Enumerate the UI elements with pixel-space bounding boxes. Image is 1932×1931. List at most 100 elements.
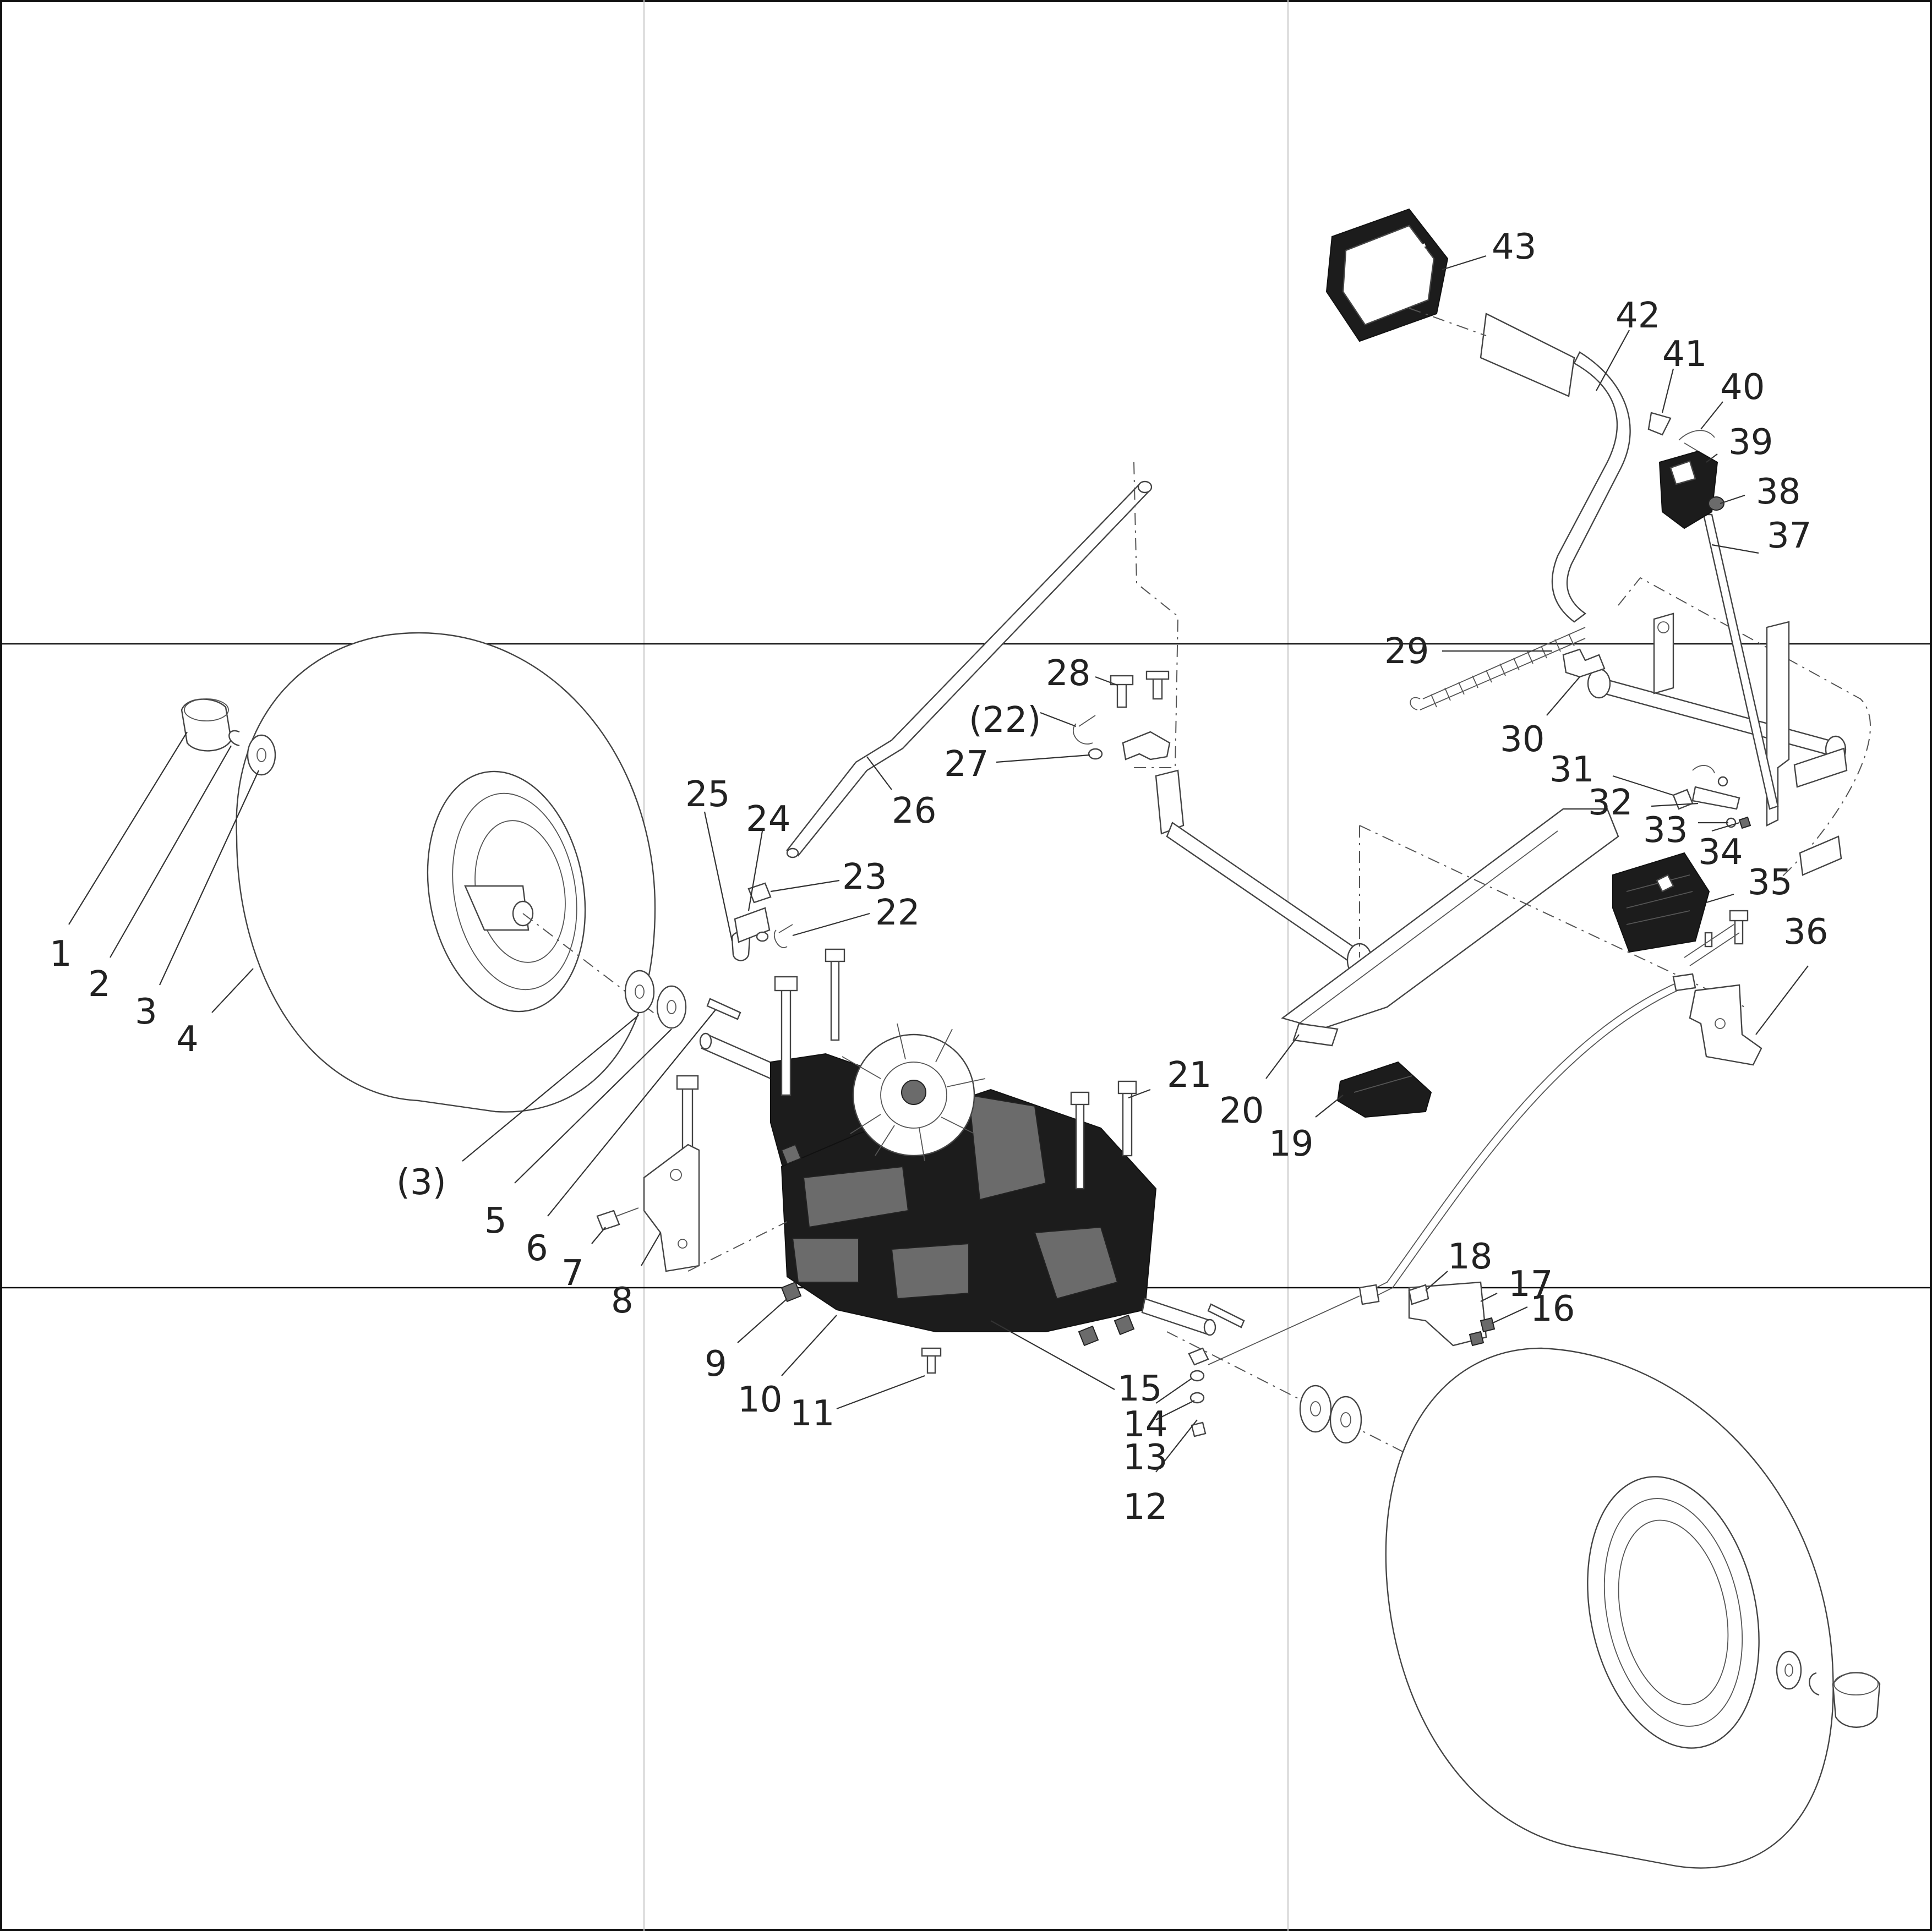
leader-23 xyxy=(770,879,840,893)
axle-washers-left xyxy=(624,970,741,1029)
callout-27: 27 xyxy=(944,744,989,785)
leader-42 xyxy=(1596,330,1630,391)
callout-17: 17 xyxy=(1508,1264,1553,1305)
callout-36: 36 xyxy=(1783,912,1828,953)
callout-3b: (3) xyxy=(396,1162,446,1203)
leader-25 xyxy=(703,811,733,942)
axle-key-right xyxy=(1207,1303,1245,1328)
leader-5 xyxy=(514,1029,672,1184)
callout-19: 19 xyxy=(1269,1124,1313,1164)
spring-icon xyxy=(1410,627,1586,710)
leader-17 xyxy=(1480,1293,1498,1302)
leader-37 xyxy=(1711,544,1759,554)
rear-wheel-left xyxy=(181,632,661,1113)
callout-14: 14 xyxy=(1123,1404,1167,1445)
leader-36 xyxy=(1755,965,1809,1035)
leader-12 xyxy=(1155,1419,1198,1473)
callout-21: 21 xyxy=(1167,1055,1211,1096)
callout-35: 35 xyxy=(1748,862,1792,903)
callout-30: 30 xyxy=(1500,719,1544,760)
brake-lever-arm xyxy=(1480,313,1631,623)
washer-3 xyxy=(247,734,276,776)
leader-24 xyxy=(747,830,763,911)
callout-23: 23 xyxy=(842,857,887,898)
leader-21 xyxy=(1128,1088,1151,1099)
axis-line-left xyxy=(522,913,661,1019)
cable-spring-bracket xyxy=(1684,910,1762,1066)
cable-icon xyxy=(1208,973,1696,1365)
callout-39: 39 xyxy=(1728,422,1773,463)
cooling-fan xyxy=(842,1023,986,1162)
shaft-clamp xyxy=(1562,648,1606,678)
e-ring-right xyxy=(1809,1672,1820,1696)
leader-13 xyxy=(1155,1400,1195,1420)
hub-cap xyxy=(181,698,232,752)
leader-1 xyxy=(68,731,188,925)
leader-30 xyxy=(1546,676,1580,716)
callout-28: 28 xyxy=(1046,653,1090,694)
callout-16: 16 xyxy=(1530,1289,1575,1330)
bracket-bolt xyxy=(596,1207,639,1231)
drive-pedal-arm xyxy=(1281,808,1619,1047)
leader-11 xyxy=(836,1375,925,1410)
leader-15 xyxy=(990,1320,1115,1390)
leader-20 xyxy=(1265,1034,1300,1079)
cable-bracket xyxy=(1408,1281,1496,1347)
leader-34 xyxy=(1711,822,1740,832)
callout-40: 40 xyxy=(1720,367,1765,408)
leader-31 xyxy=(1612,775,1674,796)
leader-35 xyxy=(1706,893,1734,904)
leader-26 xyxy=(866,756,892,790)
transaxle-icon xyxy=(699,1023,1245,1336)
leader-32 xyxy=(1651,802,1699,807)
callout-11: 11 xyxy=(790,1393,834,1434)
upper-clip-assembly xyxy=(1073,670,1171,761)
leader-3 xyxy=(159,770,259,986)
leader-18 xyxy=(1425,1271,1448,1291)
callout-37: 37 xyxy=(1767,516,1811,556)
callout-25: 25 xyxy=(685,774,730,815)
rod-dash-guide xyxy=(1133,462,1179,768)
callout-layer: 1 2 3 4 (3) 5 6 7 8 9 10 11 12 xyxy=(50,227,1828,1528)
brake-pedal-icon: BRAKE xyxy=(1325,208,1449,342)
tire-icon xyxy=(1385,1347,1834,1869)
tire-icon xyxy=(236,632,656,1113)
washer-right-outer xyxy=(1776,1650,1802,1690)
callout-32: 32 xyxy=(1588,783,1633,823)
leader-6 xyxy=(547,1009,716,1217)
rear-wheel-right xyxy=(1166,1331,1881,1869)
leader-2 xyxy=(110,745,232,958)
leader-39 xyxy=(1706,453,1718,463)
brake-rod xyxy=(1702,513,1779,810)
callout-41: 41 xyxy=(1662,334,1707,375)
callout-43: 43 xyxy=(1492,227,1536,267)
callout-22b: (22) xyxy=(969,700,1041,741)
leader-7 xyxy=(591,1227,606,1244)
drive-pedal-icon xyxy=(1612,852,1710,953)
callout-10: 10 xyxy=(738,1380,782,1420)
callout-12: 12 xyxy=(1123,1487,1167,1528)
shift-rod xyxy=(786,480,1153,858)
small-fastener-stack xyxy=(1188,1347,1209,1437)
callout-1: 1 xyxy=(50,934,72,975)
callout-7: 7 xyxy=(561,1253,584,1294)
leader-3b xyxy=(462,1015,639,1162)
callout-20: 20 xyxy=(1219,1091,1264,1131)
leader-28 xyxy=(1095,676,1118,686)
mounting-bracket xyxy=(643,1144,700,1272)
callout-5: 5 xyxy=(484,1201,507,1241)
leader-22b xyxy=(1040,712,1077,727)
leader-9 xyxy=(737,1298,788,1343)
lever-lock-parts xyxy=(1647,412,1724,529)
callout-18: 18 xyxy=(1448,1237,1492,1277)
rod-end-parts xyxy=(731,882,793,961)
axle-washers-right xyxy=(1299,1385,1362,1444)
callout-4: 4 xyxy=(176,1019,199,1060)
axle-key-left xyxy=(706,998,741,1020)
callout-31: 31 xyxy=(1549,750,1594,790)
callout-22: 22 xyxy=(875,893,920,933)
callout-2: 2 xyxy=(88,964,111,1005)
pedal-bracket-right xyxy=(1766,621,1848,876)
hub-cap-right xyxy=(1832,1672,1881,1728)
